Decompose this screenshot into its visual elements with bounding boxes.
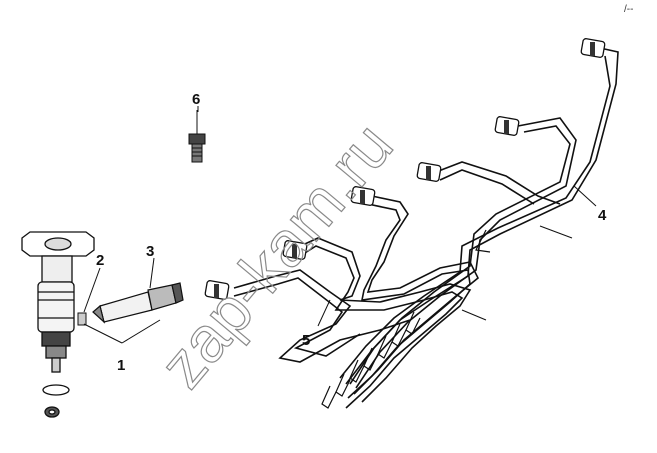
callout-leader-5: [317, 299, 331, 327]
callout-5: 5: [302, 332, 310, 349]
callout-1: 1: [117, 357, 125, 374]
injector-body: [37, 281, 75, 333]
callout-4: 4: [598, 207, 607, 224]
bolt-part-6: [188, 110, 206, 163]
nozzle-part-3: [92, 282, 184, 324]
injector-assembly: [21, 231, 95, 418]
line-connectors: [204, 38, 606, 300]
callout-2: 2: [96, 252, 104, 269]
callout-6: 6: [192, 91, 200, 108]
pump-connections: [321, 311, 421, 409]
corner-mark: /--: [624, 4, 633, 15]
callout-leader-2: [83, 267, 101, 313]
callout-3: 3: [146, 243, 154, 260]
seal-part-2: [77, 312, 87, 326]
callout-leader-4: [573, 185, 597, 207]
fuel-line-harness: [204, 38, 619, 409]
callout-leader-3: [149, 257, 155, 289]
callout-leader-1: [83, 319, 161, 344]
sealing-washer: [42, 384, 70, 396]
injector-upper-body: [41, 255, 73, 283]
